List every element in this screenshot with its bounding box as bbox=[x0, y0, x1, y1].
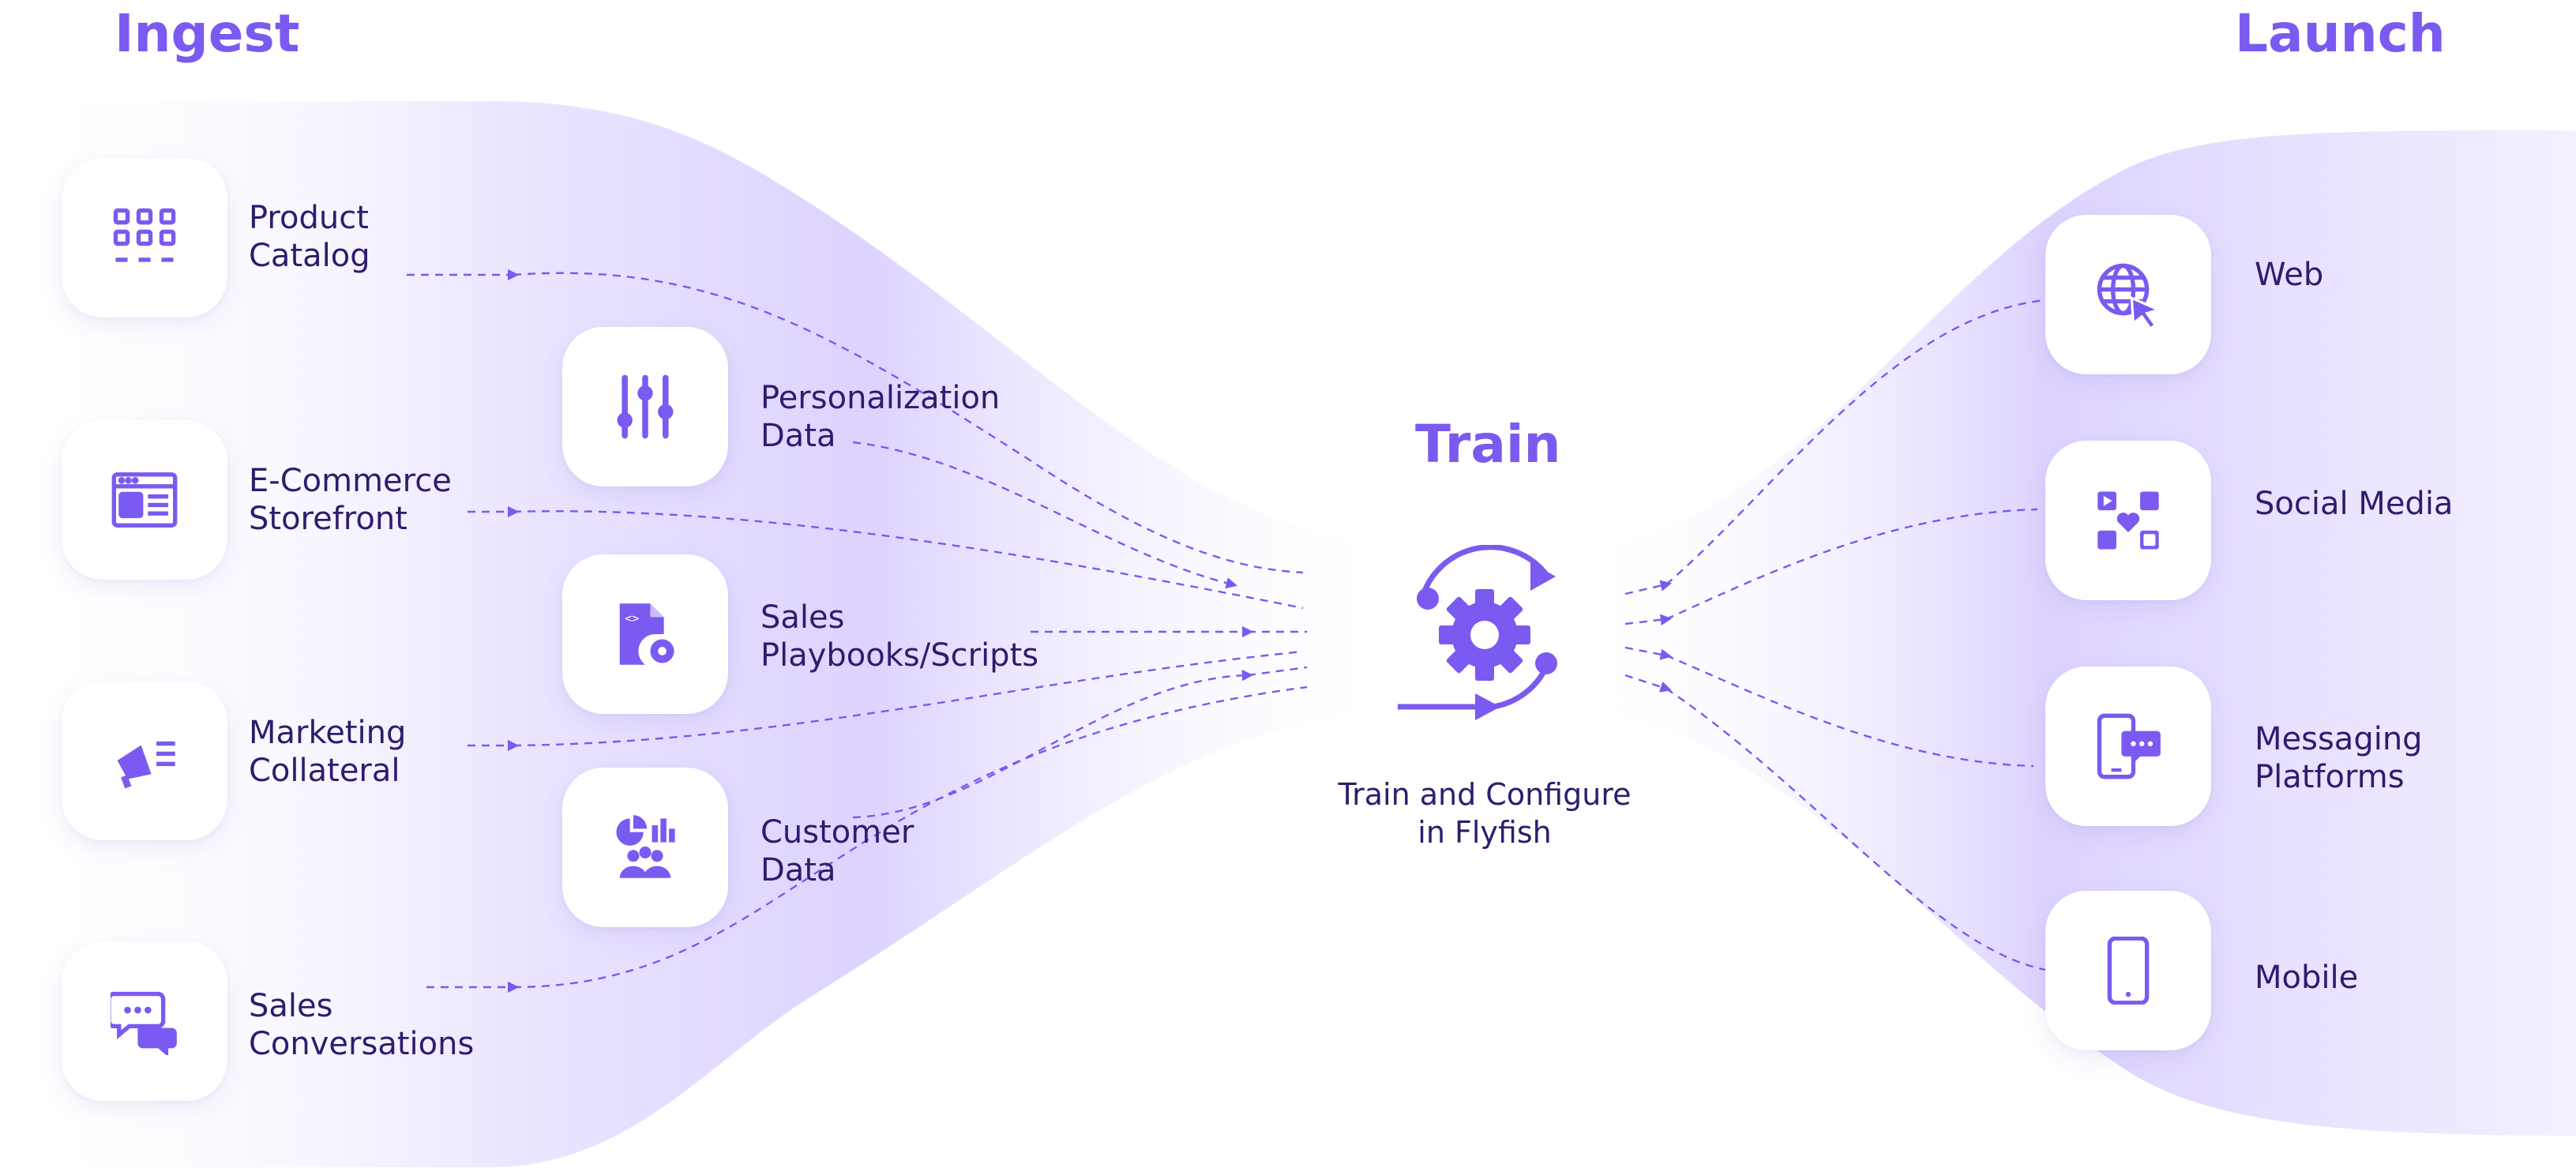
chat-bubbles-icon bbox=[111, 991, 177, 1055]
sliders-icon bbox=[617, 374, 674, 439]
sales-conversations-card bbox=[62, 941, 227, 1101]
ingest-heading: Ingest bbox=[115, 3, 300, 64]
product-catalog-card bbox=[62, 158, 227, 317]
ecommerce-storefront-card bbox=[62, 420, 227, 580]
customer-chart-icon bbox=[616, 815, 675, 878]
social-media-label: Social Media bbox=[2255, 486, 2454, 522]
phone-chat-icon bbox=[2097, 713, 2161, 779]
document-gear-icon: <> bbox=[619, 603, 674, 665]
mobile-card bbox=[2045, 891, 2211, 1050]
marketing-collateral-card bbox=[62, 681, 227, 840]
web-label: Web bbox=[2255, 257, 2324, 293]
launch-heading: Launch bbox=[2235, 3, 2446, 64]
personalization-data-card bbox=[562, 327, 728, 486]
customer-data-card bbox=[562, 768, 728, 927]
launch-band bbox=[1603, 130, 2576, 1136]
social-grid-icon bbox=[2097, 491, 2159, 550]
web-card bbox=[2045, 215, 2211, 374]
browser-store-icon bbox=[111, 472, 178, 528]
train-heading: Train bbox=[1415, 414, 1561, 475]
globe-cursor-icon bbox=[2097, 263, 2162, 329]
svg-text:<>: <> bbox=[625, 611, 639, 625]
social-media-card bbox=[2045, 441, 2211, 600]
megaphone-icon bbox=[117, 741, 175, 789]
messaging-platforms-card bbox=[2045, 667, 2211, 826]
sales-playbooks-card: <> bbox=[562, 554, 728, 714]
mobile-icon bbox=[2107, 937, 2150, 1005]
gear-cycle-icon bbox=[1398, 545, 1557, 720]
mobile-label: Mobile bbox=[2255, 960, 2359, 996]
grid-icon bbox=[113, 208, 176, 262]
